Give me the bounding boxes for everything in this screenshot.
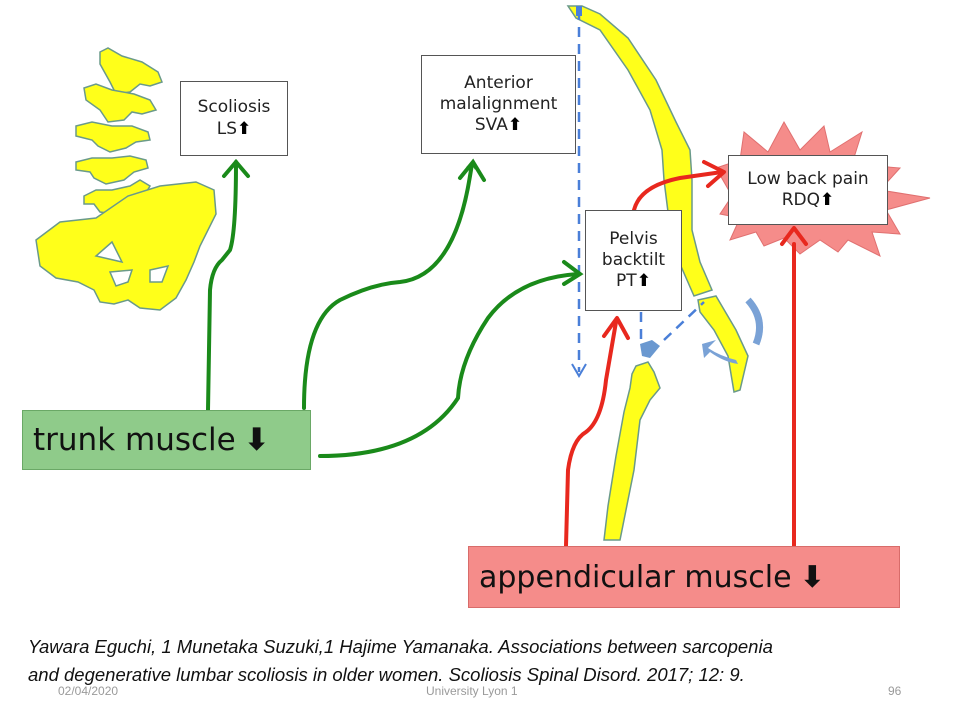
pelvis [35,181,217,311]
pt-line-diagonal [663,301,705,341]
arrowhead-pelvis-icon [562,260,584,286]
red-arrows [564,170,796,548]
increase-arrow-icon: ⬆ [507,115,523,136]
backtilt-label: backtilt [601,249,666,270]
pelvis-backtilt-box: Pelvis backtilt PT⬆ [585,210,682,311]
ls-label: LS [216,118,237,139]
arrow-trunk-to-anterior [302,164,472,410]
citation: Yawara Eguchi, 1 Munetaka Suzuki,1 Hajim… [28,633,948,689]
pt-label: PT [616,271,637,292]
vertebra-3 [75,121,151,153]
appendicular-muscle-label: appendicular muscle [479,559,792,595]
trunk-muscle-label: trunk muscle [33,422,236,458]
increase-arrow-icon: ⬆ [636,271,651,292]
increase-arrow-icon: ⬆ [237,118,252,139]
anterior-malalignment-box: Anterior malalignment SVA⬆ [421,55,576,154]
decrease-arrow-icon: ⬇ [799,559,825,595]
vertebra-4 [75,155,149,185]
trunk-muscle-box: trunk muscle ⬇ [22,410,311,470]
sacrum-bone [697,295,749,393]
scoliosis-label: Scoliosis [197,97,271,118]
anterior-label: Anterior [464,72,533,93]
appendicular-muscle-box: appendicular muscle ⬇ [468,546,900,608]
femur-bone [603,361,661,541]
vertebra-2 [83,83,158,123]
plumb-arrowhead-icon [571,363,587,378]
spine-pelvis-illustration [35,47,217,311]
arrow-pelvis-to-lbp [632,170,724,212]
arrowhead-pelvis-red-icon [602,316,630,340]
low-back-pain-box: Low back pain RDQ⬆ [728,155,888,225]
decrease-arrow-icon: ⬇ [243,422,270,458]
footer-page-number: 96 [888,684,902,698]
hip-joint-mark [640,340,660,358]
green-arrows [206,162,578,458]
arrowhead-lbp-left-icon [702,160,726,188]
vertebra-1 [99,47,163,95]
rotation-arrow-upper-icon [745,297,764,346]
low-back-pain-label: Low back pain [747,168,869,189]
citation-line-2: and degenerative lumbar scoliosis in old… [28,664,745,685]
arrowhead-anterior-icon [458,158,486,182]
arrow-append-to-pelvis [564,320,618,548]
arrowhead-lbp-bottom-icon [780,226,808,246]
increase-arrow-icon: ⬆ [820,190,835,210]
footer-date: 02/04/2020 [58,684,119,698]
rotation-arrow-lower-icon [702,340,738,364]
rdq-label: RDQ [781,190,821,210]
alignment-lines [577,10,705,372]
footer-institution: University Lyon 1 [426,684,518,698]
pelvis-label: Pelvis [609,228,658,249]
arrowhead-scoliosis-icon [222,158,250,178]
citation-line-1: Yawara Eguchi, 1 Munetaka Suzuki,1 Hajim… [28,636,773,657]
malalignment-label: malalignment [439,93,558,114]
arrow-trunk-to-pelvis [318,274,578,458]
scoliosis-box: Scoliosis LS⬆ [180,81,288,156]
sva-label: SVA [474,115,508,136]
arrow-trunk-to-scoliosis [206,162,236,412]
